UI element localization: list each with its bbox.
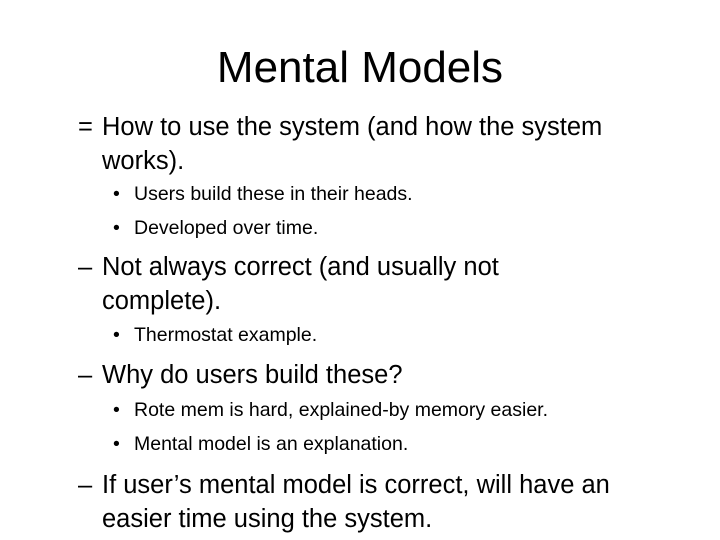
- bullet-point: = How to use the system (and how the syst…: [78, 110, 602, 178]
- sub-bullet-point: • Developed over time.: [113, 215, 318, 241]
- bullet-text: Mental model is an explanation.: [134, 433, 409, 455]
- bullet-text: Developed over time.: [134, 217, 319, 239]
- bullet-text-continued: easier time using the system.: [102, 505, 433, 533]
- bullet-point: –If user’s mental model is correct, will…: [78, 468, 610, 536]
- bullet-marker: •: [113, 183, 120, 205]
- slide-title: Mental Models: [216, 43, 504, 92]
- bullet-text: Users build these in their heads.: [134, 183, 413, 205]
- bullet-marker: –: [78, 471, 93, 499]
- bullet-marker: =: [78, 113, 93, 141]
- bullet-marker: –: [78, 253, 93, 281]
- bullet-marker: –: [78, 361, 93, 389]
- bullet-text-continued: works).: [102, 147, 185, 175]
- bullet-text: If user’s mental model is correct, will …: [102, 471, 610, 499]
- bullet-text: How to use the system (and how the syste…: [102, 113, 603, 141]
- bullet-marker: •: [113, 217, 120, 239]
- bullet-marker: •: [113, 399, 120, 421]
- bullet-point: –Why do users build these?: [78, 358, 403, 392]
- bullet-text: Thermostat example.: [134, 324, 318, 346]
- bullet-marker: •: [113, 433, 120, 455]
- bullet-point: –Not always correct (and usually not com…: [78, 250, 499, 318]
- bullet-text: Not always correct (and usually not: [102, 253, 499, 281]
- bullet-text: Rote mem is hard, explained-by memory ea…: [134, 399, 549, 421]
- sub-bullet-point: • Mental model is an explanation.: [113, 431, 408, 457]
- bullet-text: Why do users build these?: [102, 361, 403, 389]
- sub-bullet-point: • Rote mem is hard, explained-by memory e…: [113, 397, 548, 423]
- bullet-marker: •: [113, 324, 120, 346]
- sub-bullet-point: • Users build these in their heads.: [113, 181, 413, 207]
- sub-bullet-point: • Thermostat example.: [113, 322, 317, 348]
- bullet-text-continued: complete).: [102, 287, 222, 315]
